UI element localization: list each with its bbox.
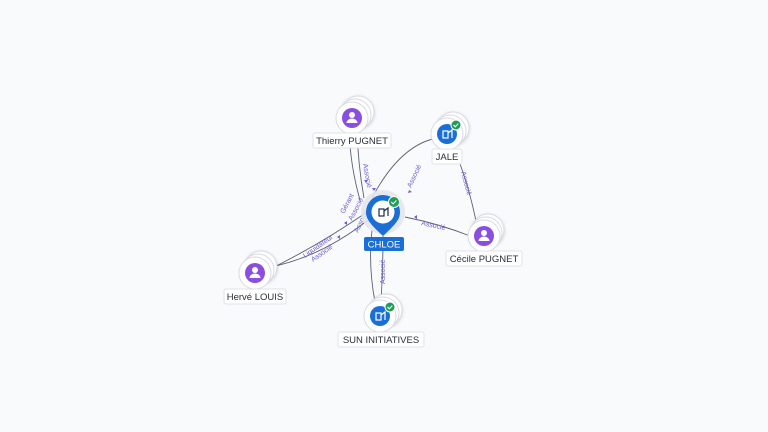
node-label: SUN INITIATIVES	[343, 335, 419, 346]
arrow-7	[344, 221, 347, 225]
node-label-box	[312, 132, 392, 149]
building-icon-bg	[370, 306, 390, 326]
edge-label-cecile-jale: Associé	[459, 171, 472, 197]
edge-label-thierry-center: Associé	[361, 163, 372, 188]
check-mark	[453, 123, 459, 128]
node-label-box	[445, 250, 523, 267]
arrow-1	[364, 180, 368, 183]
node-center[interactable]: CHLOE	[361, 190, 405, 251]
check-badge-icon	[384, 301, 396, 313]
node-sun[interactable]: SUN INITIATIVES	[337, 293, 425, 348]
node-herve[interactable]: Hervé LOUIS	[223, 250, 287, 305]
arrow-3	[408, 190, 412, 193]
pin-inner	[371, 200, 395, 224]
building-icon	[442, 128, 453, 139]
node-label-box	[337, 331, 425, 348]
node-label-box	[364, 237, 404, 251]
building-icon	[375, 310, 386, 321]
building-icon-bg	[437, 124, 457, 144]
arrow-5	[414, 215, 417, 219]
node-jale[interactable]: JALE	[430, 111, 470, 165]
node-label: JALE	[436, 152, 459, 163]
person-icon	[346, 112, 358, 123]
node-label: Hervé LOUIS	[227, 292, 284, 303]
check-mark	[387, 305, 393, 310]
check-badge-icon	[388, 196, 400, 208]
node-label-box	[223, 288, 287, 305]
person-icon	[249, 267, 261, 278]
edge-cecile-center[interactable]	[404, 216, 471, 237]
edge-jale-center[interactable]	[371, 137, 438, 199]
check-mark	[390, 200, 397, 205]
node-cecile[interactable]: Cécile PUGNET	[445, 213, 523, 267]
node-thierry[interactable]: Thierry PUGNET	[312, 95, 392, 149]
node-label: CHLOE	[368, 240, 401, 251]
arrow-6	[337, 235, 340, 239]
arrow-2	[372, 188, 376, 191]
node-label: Thierry PUGNET	[316, 136, 388, 147]
person-icon	[478, 230, 490, 241]
edge-label-cecile-center: Associé	[421, 220, 447, 232]
node-label: Cécile PUGNET	[450, 254, 519, 265]
check-badge-icon	[450, 119, 462, 131]
node-label-box	[431, 148, 463, 165]
edge-sun-center-2[interactable]	[370, 229, 376, 303]
edge-label-sun-center: Associé	[380, 259, 387, 284]
building-icon	[378, 206, 389, 217]
edge-label-jale-center: Associé	[406, 164, 423, 189]
